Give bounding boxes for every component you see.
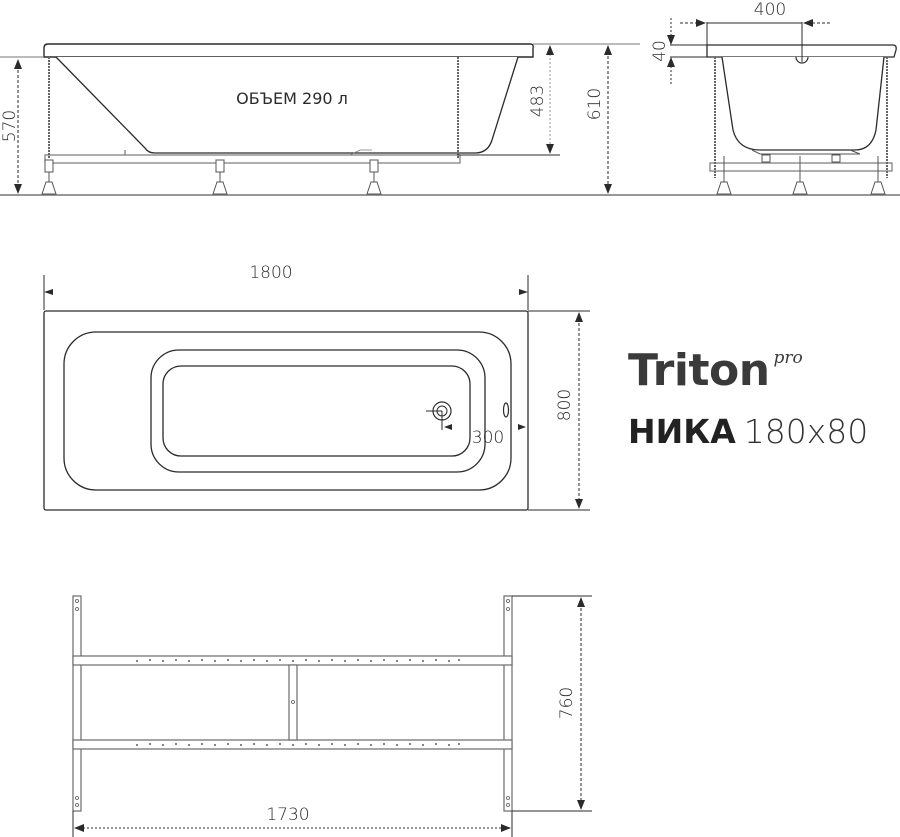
leg-right [366,159,382,195]
frame-center-bar [288,664,298,741]
tub-outline [43,310,529,511]
dim-drain-from-edge: 300 [472,428,504,448]
brand-suffix: pro [773,348,803,368]
top-view: 300 1800 800 [43,263,590,511]
dim-total-height: 610 [585,88,605,120]
model-size: 180x80 [743,412,869,451]
perforation-holes [135,658,461,747]
brand-name: Triton [628,345,770,396]
tub-rim [43,43,534,58]
model-name: НИКА [628,412,736,451]
frame-upright-left [72,595,82,812]
tub-basin-inner [162,365,471,457]
leg-left [41,159,57,195]
dim-frame-width: 760 [557,687,577,719]
overflow-icon [502,402,510,418]
frame-view: 1730 760 [72,595,592,837]
end-view: 400 40 [640,0,900,196]
dim-frame-length: 1730 [266,805,309,825]
dim-tub-depth: 483 [528,85,548,117]
overflow-hole [795,56,809,64]
dim-width: 800 [555,389,575,421]
tub-inner-rim [63,331,512,491]
volume-label: ОБЪЕМ 290 л [236,89,348,108]
tub-body [55,56,519,154]
frame-upright-right [503,595,513,812]
dim-leg-height: 570 [0,110,20,142]
dim-drain-offset: 400 [754,0,786,20]
dim-rim-thickness: 40 [650,40,670,62]
dim-length: 1800 [249,263,292,283]
frame-rail [44,154,461,164]
side-view: ОБЪЕМ 290 л 570 483 610 [0,43,640,196]
tub-basin-outer [150,349,486,473]
leg-middle [212,159,228,195]
